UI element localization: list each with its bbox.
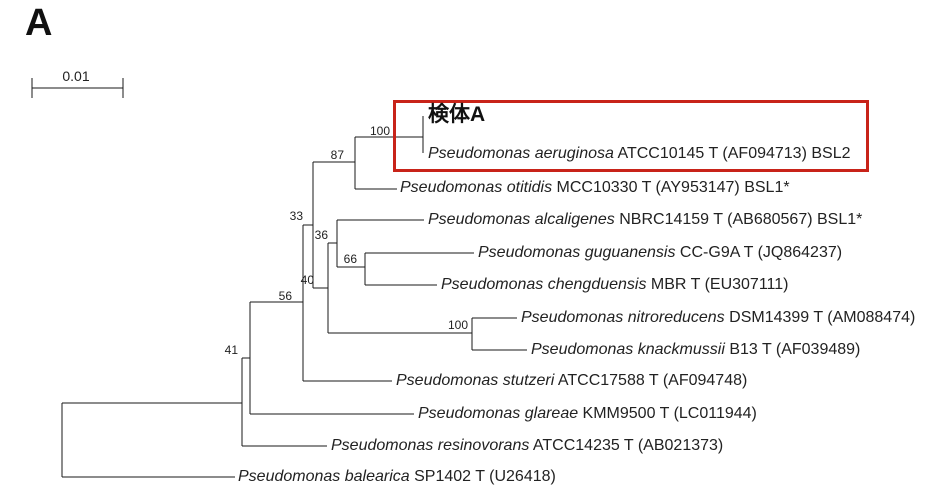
taxon-label-guguanensis: Pseudomonas guguanensis CC-G9A T (JQ8642… <box>478 243 842 263</box>
taxon-label-resinovorans: Pseudomonas resinovorans ATCC14235 T (AB… <box>331 436 723 456</box>
species-name: Pseudomonas knackmussii <box>531 341 725 358</box>
taxon-label-glareae: Pseudomonas glareae KMM9500 T (LC011944) <box>418 404 757 424</box>
bootstrap-value: 100 <box>447 318 468 332</box>
species-name: Pseudomonas stutzeri <box>396 372 555 389</box>
species-name: Pseudomonas nitroreducens <box>521 309 725 326</box>
taxon-label-knackmussii: Pseudomonas knackmussii B13 T (AF039489) <box>531 340 860 360</box>
taxon-label-stutzeri: Pseudomonas stutzeri ATCC17588 T (AF0947… <box>396 371 747 391</box>
taxon-label-nitroreducens: Pseudomonas nitroreducens DSM14399 T (AM… <box>521 308 915 328</box>
bootstrap-value: 33 <box>289 209 303 223</box>
bootstrap-value: 66 <box>343 252 357 266</box>
species-name: Pseudomonas balearica <box>238 468 410 485</box>
strain-detail: KMM9500 T (LC011944) <box>578 405 757 422</box>
taxon-label-balearica: Pseudomonas balearica SP1402 T (U26418) <box>238 467 556 487</box>
taxon-label-otitidis: Pseudomonas otitidis MCC10330 T (AY95314… <box>400 178 790 198</box>
strain-detail: B13 T (AF039489) <box>724 341 861 358</box>
bootstrap-value: 87 <box>330 148 344 162</box>
scale-bar-label: 0.01 <box>62 68 90 84</box>
strain-detail: DSM14399 T (AM088474) <box>724 309 916 326</box>
strain-detail: SP1402 T (U26418) <box>409 468 556 485</box>
bootstrap-value: 56 <box>278 289 292 303</box>
species-name: Pseudomonas chengduensis <box>441 276 647 293</box>
species-name: Pseudomonas guguanensis <box>478 244 676 261</box>
bootstrap-value: 40 <box>300 273 314 287</box>
taxon-label-sample: 検体A <box>428 103 485 127</box>
bootstrap-value: 100 <box>369 124 390 138</box>
species-name: Pseudomonas glareae <box>418 405 579 422</box>
highlight-box <box>393 100 869 172</box>
strain-detail: ATCC10145 T (AF094713) BSL2 <box>613 145 851 162</box>
species-name: Pseudomonas aeruginosa <box>428 145 614 162</box>
strain-detail: NBRC14159 T (AB680567) BSL1* <box>614 211 863 228</box>
species-name: Pseudomonas otitidis <box>400 179 553 196</box>
bootstrap-value: 41 <box>224 343 238 357</box>
species-name: Pseudomonas alcaligenes <box>428 211 615 228</box>
sample-name: 検体A <box>428 103 486 126</box>
strain-detail: ATCC17588 T (AF094748) <box>554 372 748 389</box>
strain-detail: MCC10330 T (AY953147) BSL1* <box>552 179 790 196</box>
species-name: Pseudomonas resinovorans <box>331 437 530 454</box>
scale-bar <box>31 78 124 98</box>
taxon-label-alcaligenes: Pseudomonas alcaligenes NBRC14159 T (AB6… <box>428 210 862 230</box>
taxon-label-chengduensis: Pseudomonas chengduensis MBR T (EU307111… <box>441 275 788 295</box>
strain-detail: MBR T (EU307111) <box>646 276 789 293</box>
strain-detail: ATCC14235 T (AB021373) <box>529 437 724 454</box>
taxon-label-aeruginosa: Pseudomonas aeruginosa ATCC10145 T (AF09… <box>428 144 851 164</box>
panel-label: A <box>25 2 54 44</box>
bootstrap-value: 36 <box>314 228 328 242</box>
strain-detail: CC-G9A T (JQ864237) <box>675 244 843 261</box>
